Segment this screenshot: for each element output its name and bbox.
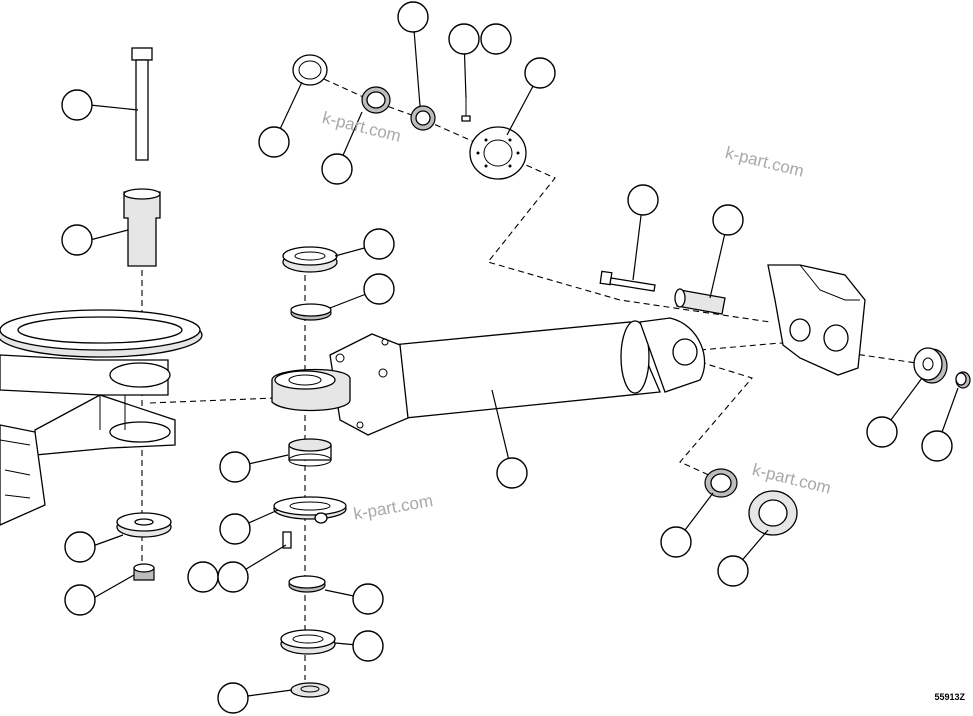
callout-bubbles (61, 1, 953, 714)
callout-bubble (480, 23, 512, 55)
callout-bubble (496, 457, 528, 489)
callout-bubble (61, 224, 93, 256)
upper-bearing-cup (282, 246, 338, 273)
callout-bubble (660, 526, 692, 558)
lower-right-cup (748, 490, 798, 536)
top-seal (361, 86, 391, 114)
callout-bubble (866, 416, 898, 448)
callout-bubble (627, 184, 659, 216)
callout-bubble (363, 273, 395, 305)
bushing-sleeve (123, 188, 161, 267)
callout-bubble (321, 153, 353, 185)
callout-bubble (363, 228, 395, 260)
callout-bubble (187, 561, 219, 593)
grease-nipple (461, 98, 471, 122)
frame-housing (0, 309, 203, 526)
mid-bearing-sleeve (288, 438, 332, 467)
lower-bearing-cup (280, 629, 336, 655)
long-right-bolt (599, 270, 656, 292)
callout-bubble (217, 561, 249, 593)
flange-plate (469, 126, 527, 180)
right-bushing (674, 288, 726, 315)
callout-bubble (217, 682, 249, 714)
right-nut (955, 371, 971, 389)
long-bolt (131, 47, 153, 161)
lower-right-seal (704, 468, 738, 498)
callout-bubble (352, 630, 384, 662)
right-washer (913, 347, 948, 384)
lower-seal-ring (288, 575, 326, 593)
upper-bearing-cone (290, 303, 332, 321)
callout-bubble (397, 1, 429, 33)
callout-bubble (524, 57, 556, 89)
callout-bubble (712, 204, 744, 236)
left-nut (133, 563, 155, 581)
callout-bubble (61, 89, 93, 121)
lower-flange (273, 496, 347, 524)
hydraulic-cylinder (271, 317, 706, 436)
top-oring (410, 105, 436, 131)
callout-bubble (64, 531, 96, 563)
left-washer (116, 512, 172, 538)
callout-bubble (219, 451, 251, 483)
bottom-thin-washer (290, 682, 330, 698)
callout-bubble (219, 513, 251, 545)
small-pin (282, 531, 292, 549)
callout-bubble (352, 583, 384, 615)
callout-bubble (258, 126, 290, 158)
callout-bubble (448, 23, 480, 55)
top-thin-washer (292, 54, 328, 86)
drawing-reference-code: 55913Z (934, 692, 965, 702)
callout-bubble (64, 584, 96, 616)
callout-bubble (921, 430, 953, 462)
mounting-bracket (767, 264, 866, 376)
callout-bubble (717, 555, 749, 587)
